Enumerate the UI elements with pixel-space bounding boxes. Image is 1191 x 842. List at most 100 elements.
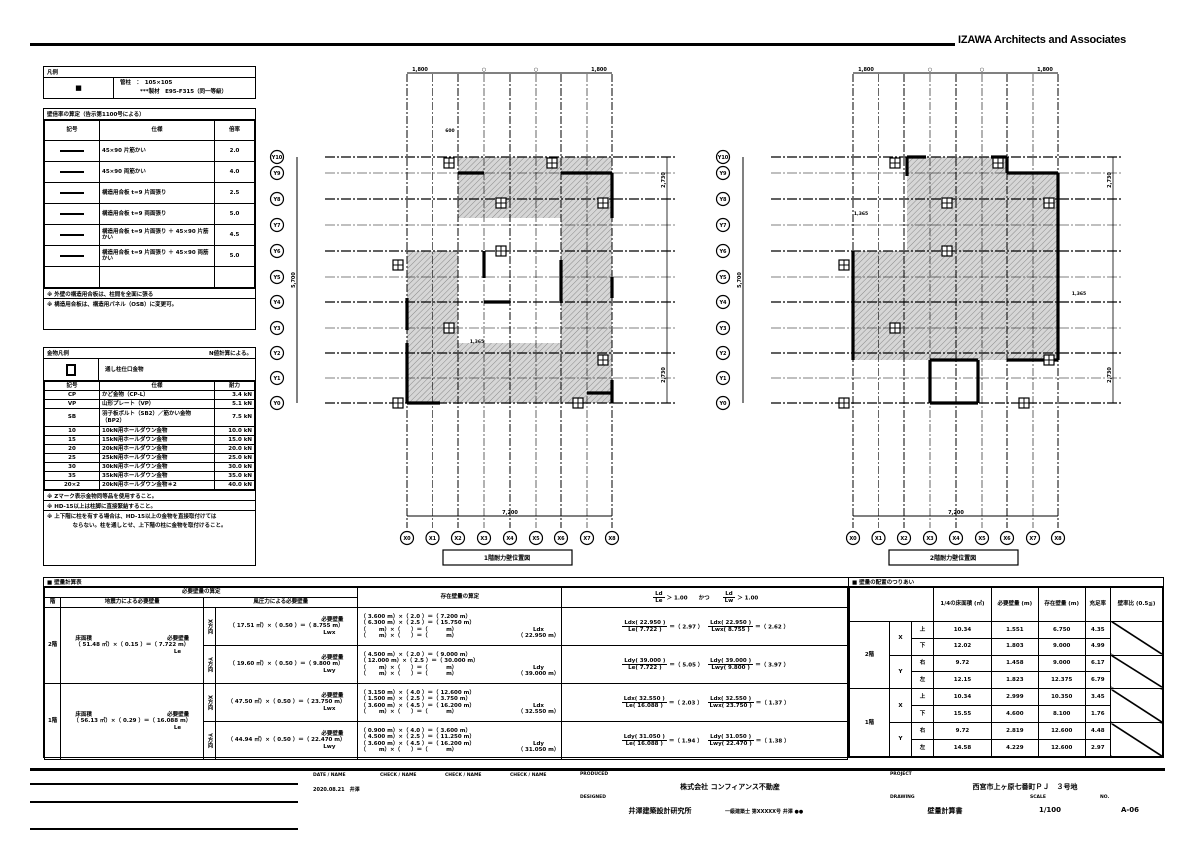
firm-name: IZAWA Architects and Associates: [958, 34, 1127, 46]
empty-row: [44, 266, 255, 288]
grid-bubble-x: X6: [999, 530, 1015, 546]
scale-label: SCALE: [1030, 795, 1046, 800]
balance-value: 4.229: [990, 739, 1039, 757]
wind-header: 風圧力による必要壁量: [203, 597, 359, 608]
balance-value: 4.35: [1084, 620, 1112, 639]
hardware-capacity: 15.0 kN: [214, 435, 255, 445]
ratio-value: ＝（ 5.05 ）: [669, 662, 701, 668]
grid-label-y: Y2: [718, 351, 727, 357]
direction: Y方向: [203, 721, 216, 760]
hardware-mark-icon: [992, 157, 1004, 169]
balance-value: 4.48: [1084, 722, 1112, 741]
existing-calc: （ 3.600 m）×（ 2.0 ）＝（ 7.200 m）（ 6.300 m）×…: [357, 607, 563, 646]
grid-label-y: Y1: [718, 376, 727, 382]
grid-label-x: X7: [1029, 536, 1037, 542]
side: 上: [911, 620, 934, 639]
direction: X: [889, 688, 912, 724]
ratio-calc: Ldy( 31.050 )Le( 16.088 )＝（ 1.94 ） Ldy( …: [561, 721, 848, 760]
hardware-mark-icon: [495, 245, 507, 257]
ratio-num: Ldx( 32.550 ): [707, 696, 754, 703]
dimension-right: 2,730: [661, 367, 667, 383]
designer-name: 井澤建築設計研究所: [628, 807, 692, 815]
grid-label-y: Y9: [718, 171, 727, 177]
grid-bubble-y: Y10: [269, 149, 285, 165]
hardware-mark-icon: [495, 197, 507, 209]
hardware-code: 15: [44, 435, 100, 445]
ratio-value: ＝（ 1.94 ）: [668, 738, 700, 744]
hardware-mark-icon: [1043, 354, 1055, 366]
ratio-den: Le( 7.722 ): [628, 665, 662, 671]
ratio-calc: Ldx( 22.950 )Le( 7.722 )＝（ 2.97 ） Ldx( 2…: [561, 607, 848, 646]
hardware-code: CP: [44, 390, 100, 400]
hardware-mark-icon: [392, 259, 404, 271]
table-row: 2階床面積必要壁量（ 51.48 ㎡）×（ 0.15 ）＝（ 7.722 m）L…: [43, 607, 848, 684]
grid-bubble-x: X4: [948, 530, 964, 546]
wind-symbol: Lwx: [323, 705, 336, 712]
existing-total: （ 32.550 m）: [517, 708, 560, 715]
plan-title: 2階耐力壁位置図: [930, 554, 976, 562]
designer-label: DESIGNED: [580, 795, 606, 800]
grid-bubble-x: X2: [450, 530, 466, 546]
label-required: 必要壁量: [321, 617, 344, 624]
grid-bubble-y: Y9: [269, 165, 285, 181]
empty-cell: [99, 266, 215, 288]
ratio-den: Lw: [724, 598, 734, 604]
wall-symbol: [44, 224, 100, 246]
dimension-bottom: 7,200: [502, 510, 518, 516]
wall-spec: 構造用合板 t=9 片面張り: [99, 182, 215, 204]
existing-line: （ 6.300 m）×（ 2.5 ）＝（ 15.750 m）: [360, 620, 475, 627]
grid-bubble-y: Y0: [715, 395, 731, 411]
dimension-right: 2,730: [661, 172, 667, 188]
seismic-header: 地震力による必要壁量: [60, 597, 205, 608]
wall-symbol: [44, 203, 100, 225]
dimension-left: 5,700: [291, 272, 297, 288]
legend-hardware-note: N値計算による。: [209, 351, 252, 357]
hardware-capacity: 40.0 kN: [214, 480, 255, 490]
grid-bubble-y: Y1: [269, 370, 285, 386]
legend-wall-title: 壁倍率の算定（告示第1100号による）: [47, 112, 145, 118]
hardware-capacity: 35.0 kN: [214, 471, 255, 481]
wall-symbol-icon: [58, 209, 86, 217]
grid-label-x: X1: [429, 536, 437, 542]
grid-label-y: Y4: [272, 300, 281, 306]
existing-symbol: Ldx: [532, 702, 544, 709]
legend-column: 凡例 ■ 管柱 ： 105×105 ***製材 E95-F315（同一等級）: [43, 66, 256, 99]
grid-bubble-x: X8: [1050, 530, 1066, 546]
balance-value: 6.750: [1037, 620, 1086, 639]
ratio-den: Le: [655, 598, 663, 604]
drawing-name: 壁量計算書: [927, 807, 963, 815]
balance-value: 6.79: [1084, 671, 1112, 690]
grid-bubble-y: Y3: [269, 320, 285, 336]
column-header: 記号: [44, 120, 100, 141]
ratio-value: ＝（ 1.37 ）: [755, 700, 790, 706]
grid-label-x: X1: [875, 536, 883, 542]
column-header: 倍率: [214, 120, 255, 141]
seismic-symbol: Le: [173, 648, 182, 655]
grid-label-x: X2: [454, 536, 462, 542]
column-header: 仕様: [99, 120, 215, 141]
side: 左: [911, 671, 934, 690]
wall-spec: 45×90 片筋かい: [99, 140, 215, 162]
grid-bubble-x: X8: [604, 530, 620, 546]
balance-table: 1/4の床面積 (㎡)必要壁量 (m)存在壁量 (m)充足率壁率比 (0.5≦)…: [849, 587, 1163, 757]
grid-label-x: X0: [849, 536, 857, 542]
dimension-top: ○: [928, 67, 932, 73]
floor-name: 2階: [43, 607, 62, 684]
hardware-mark-icon: [941, 245, 953, 257]
existing-line: （ 3.600 m）×（ 2.0 ）＝（ 7.200 m）: [360, 613, 472, 620]
existing-header: 存在壁量の算定: [357, 587, 563, 608]
wind-calc: 必要壁量（ 47.50 ㎡）×（ 0.50 ）＝（ 23.750 m）Lwx: [214, 683, 359, 722]
wall-calc-title: ■ 壁量計算表: [44, 578, 848, 587]
ratio-den: Lwx( 23.750 ): [709, 703, 752, 709]
wind-calc: 必要壁量（ 19.60 ㎡）×（ 0.50 ）＝（ 9.800 m）Lwy: [214, 645, 359, 684]
ratio-den: Le( 16.088 ): [625, 703, 663, 709]
ratio-den: Lwy( 22.470 ): [709, 741, 752, 747]
existing-calc: （ 4.500 m）×（ 2.0 ）＝（ 9.000 m）（ 12.000 m）…: [357, 645, 563, 684]
grid-label-y: Y10: [717, 155, 729, 161]
